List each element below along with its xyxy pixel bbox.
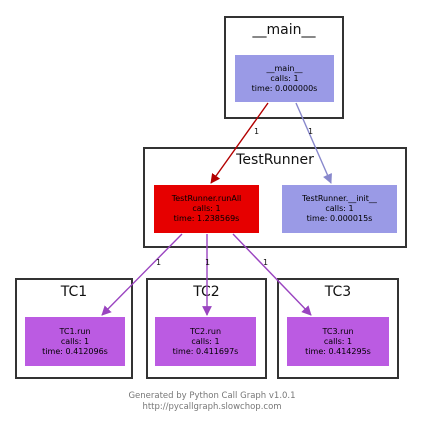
edge-label-main-init: 1 — [308, 127, 313, 136]
node-runall-name: TestRunner.runAll — [171, 194, 242, 203]
node-runall: TestRunner.runAll calls: 1 time: 1.23856… — [154, 185, 259, 233]
node-runall-calls: calls: 1 — [192, 204, 221, 213]
node-tc3-calls: calls: 1 — [323, 336, 353, 346]
edge-label-runall-tc1: 1 — [156, 258, 161, 267]
node-main-time: time: 0.000000s — [251, 83, 318, 93]
node-tc1: TC1.run calls: 1 time: 0.412096s — [25, 317, 125, 366]
node-init: TestRunner.__init__ calls: 1 time: 0.000… — [282, 185, 397, 233]
node-tc2-time: time: 0.411697s — [172, 346, 239, 356]
cluster-main-title: __main__ — [252, 22, 316, 38]
edge-runall-tc1 — [101, 233, 183, 316]
node-runall-time: time: 1.238569s — [173, 214, 240, 223]
edge-runall-tc3 — [232, 233, 312, 316]
node-tc1-calls: calls: 1 — [60, 336, 90, 346]
node-tc3-time: time: 0.414295s — [305, 346, 371, 356]
node-tc1-name: TC1.run — [59, 326, 91, 336]
footer-url: http://pycallgraph.slowchop.com — [142, 402, 282, 412]
cluster-tc3-title: TC3 — [324, 284, 352, 300]
node-tc1-time: time: 0.412096s — [42, 346, 108, 356]
node-main: __main__ calls: 1 time: 0.000000s — [235, 55, 334, 102]
node-tc3: TC3.run calls: 1 time: 0.414295s — [287, 317, 389, 366]
cluster-tc1-title: TC1 — [60, 284, 88, 300]
edge-label-main-runall: 1 — [254, 127, 259, 136]
edge-main-runall — [210, 102, 269, 184]
node-tc3-name: TC3.run — [322, 326, 354, 336]
cluster-testrunner-title: TestRunner — [236, 152, 314, 168]
footer-generator: Generated by Python Call Graph v1.0.1 — [128, 391, 296, 401]
edge-main-init — [295, 102, 332, 184]
node-init-calls: calls: 1 — [325, 204, 354, 213]
node-main-calls: calls: 1 — [270, 73, 299, 83]
edge-label-runall-tc2: 1 — [205, 258, 210, 267]
node-main-name: __main__ — [266, 63, 303, 73]
node-init-time: time: 0.000015s — [306, 214, 373, 223]
node-tc2-calls: calls: 1 — [191, 336, 220, 346]
node-init-name: TestRunner.__init__ — [302, 194, 377, 203]
edge-label-runall-tc3: 1 — [263, 258, 268, 267]
node-tc2: TC2.run calls: 1 time: 0.411697s — [155, 317, 256, 366]
node-tc2-name: TC2.run — [189, 326, 222, 336]
